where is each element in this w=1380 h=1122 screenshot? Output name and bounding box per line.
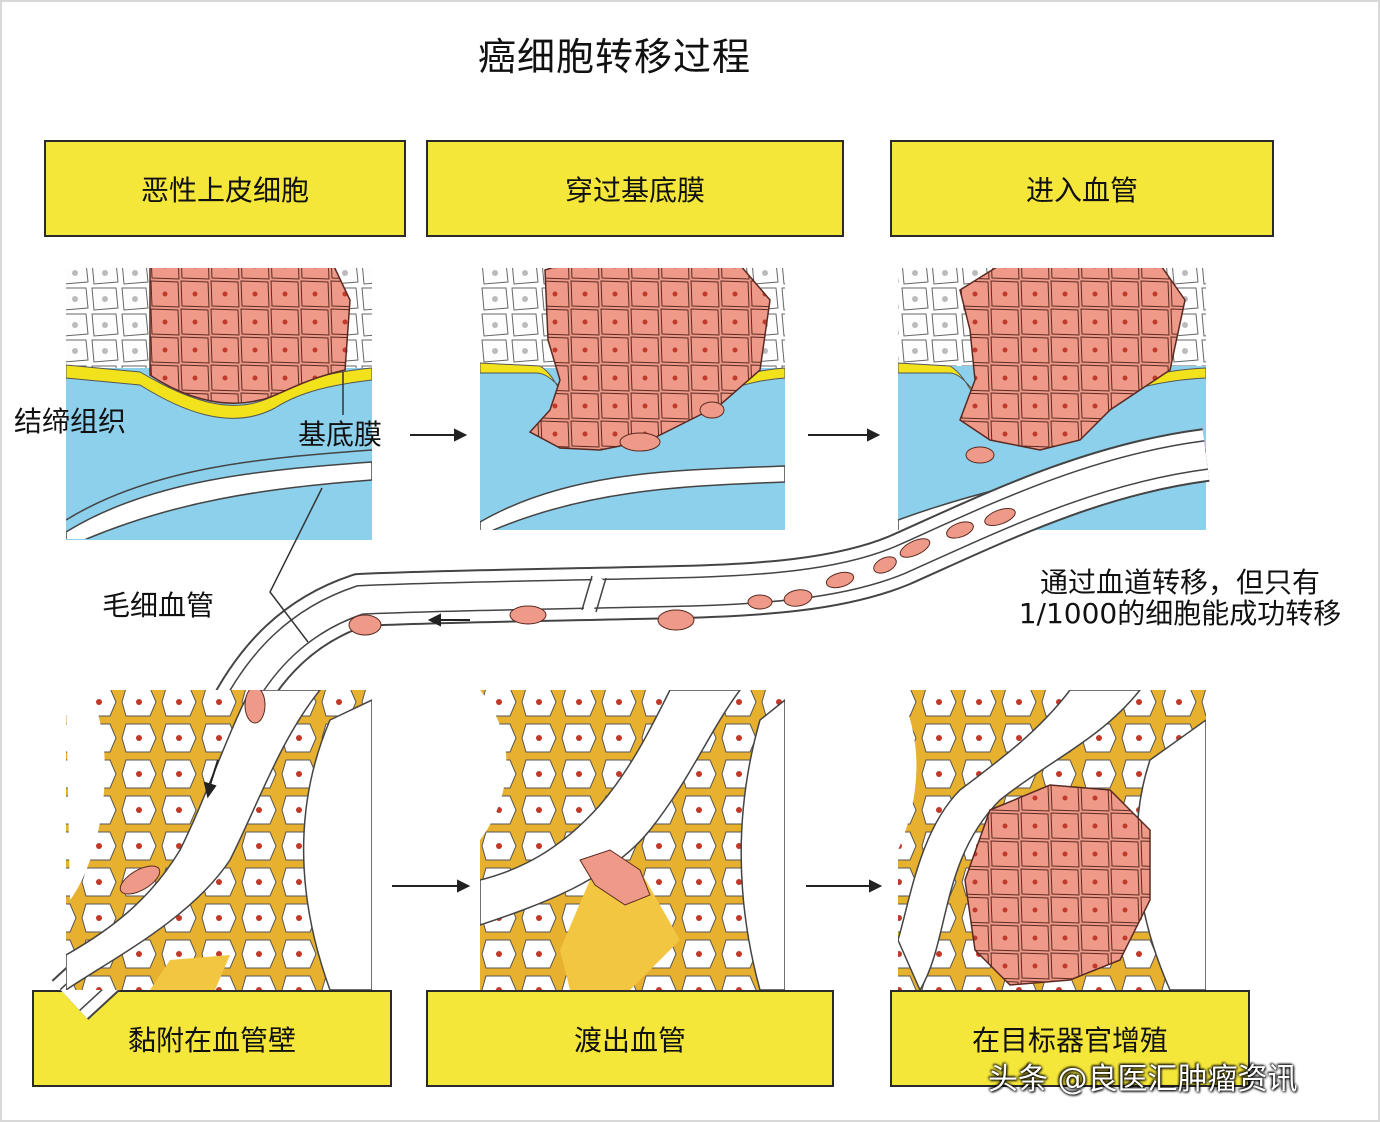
label-capillary: 毛细血管 (102, 589, 215, 622)
label-basement-membrane: 基底膜 (298, 418, 383, 451)
watermark: 头条 @良医汇肿瘤资讯 (988, 1062, 1298, 1097)
figure-title: 癌细胞转移过程 (478, 35, 752, 79)
stage-label: 穿过基底膜 (564, 173, 705, 207)
metastasis-note: 通过血道转移，但只有1/1000的细胞能成功转移 (1018, 566, 1342, 630)
stage-box-proliferation: 在目标器官增殖 (890, 990, 1250, 1087)
label-connective-tissue: 结缔组织 (14, 405, 127, 438)
panel-proliferation (898, 690, 1206, 990)
stage-box-cross-membrane: 穿过基底膜 (426, 140, 844, 237)
stage-label: 进入血管 (1025, 173, 1138, 207)
flow-arrows (203, 428, 883, 893)
stage-box-malignant-epithelium: 恶性上皮细胞 (44, 140, 406, 237)
stage-box-extravasation: 渡出血管 (426, 990, 834, 1087)
stage-label: 恶性上皮细胞 (140, 173, 309, 207)
panel-cross-membrane (480, 268, 785, 530)
panel-adhere-wall (66, 690, 372, 990)
stage-label: 渡出血管 (573, 1023, 686, 1057)
stage-label: 在目标器官增殖 (971, 1023, 1168, 1057)
capillary-vessel (51, 428, 1210, 1020)
panel-extravasation (480, 690, 785, 990)
label-pointers (269, 372, 344, 643)
stage-box-enter-vessel: 进入血管 (890, 140, 1274, 237)
panel-malignant-epithelium (66, 268, 372, 540)
stage-label: 黏附在血管壁 (127, 1023, 296, 1057)
